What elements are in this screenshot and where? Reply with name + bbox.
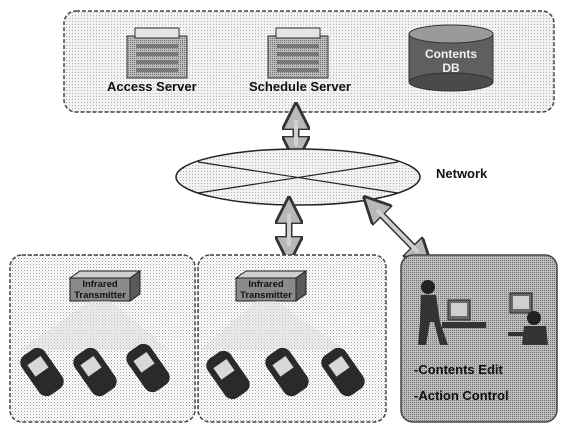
transmitter-1-line2: Transmitter — [74, 290, 126, 301]
action-control-label: -Action Control — [414, 388, 509, 403]
network-cloud — [175, 148, 421, 206]
mobile-phone-icon — [265, 347, 309, 397]
mobile-phone-icon — [206, 350, 250, 400]
operator-at-desk-icon — [418, 280, 486, 345]
mobile-phone-icon — [321, 347, 365, 397]
contents-db-label: Contents DB — [411, 47, 491, 75]
contents-edit-label: -Contents Edit — [414, 362, 503, 377]
transmitter-1-label: Infrared Transmitter — [70, 279, 130, 301]
mobile-phone-icon — [20, 347, 64, 397]
transmitter-2-label: Infrared Transmitter — [236, 279, 296, 301]
transmitter-2-line1: Infrared — [248, 279, 284, 290]
transmitter-2-line2: Transmitter — [240, 290, 292, 301]
network-label: Network — [436, 166, 488, 181]
schedule-server-label: Schedule Server — [249, 79, 351, 94]
operator-at-computer-icon — [508, 292, 548, 345]
schedule-server-icon — [267, 27, 329, 79]
contents-db-icon — [408, 24, 494, 92]
access-server-icon — [126, 27, 188, 79]
db-label-line1: Contents — [425, 47, 477, 61]
transmitter-1-line1: Infrared — [82, 279, 118, 290]
access-server-label: Access Server — [107, 79, 197, 94]
infrared-transmitter-1 — [20, 270, 170, 350]
mobile-phone-icon — [73, 347, 117, 397]
mobile-phone-icon — [126, 343, 170, 393]
db-label-line2: DB — [442, 61, 460, 75]
infrared-transmitter-2 — [200, 270, 345, 350]
